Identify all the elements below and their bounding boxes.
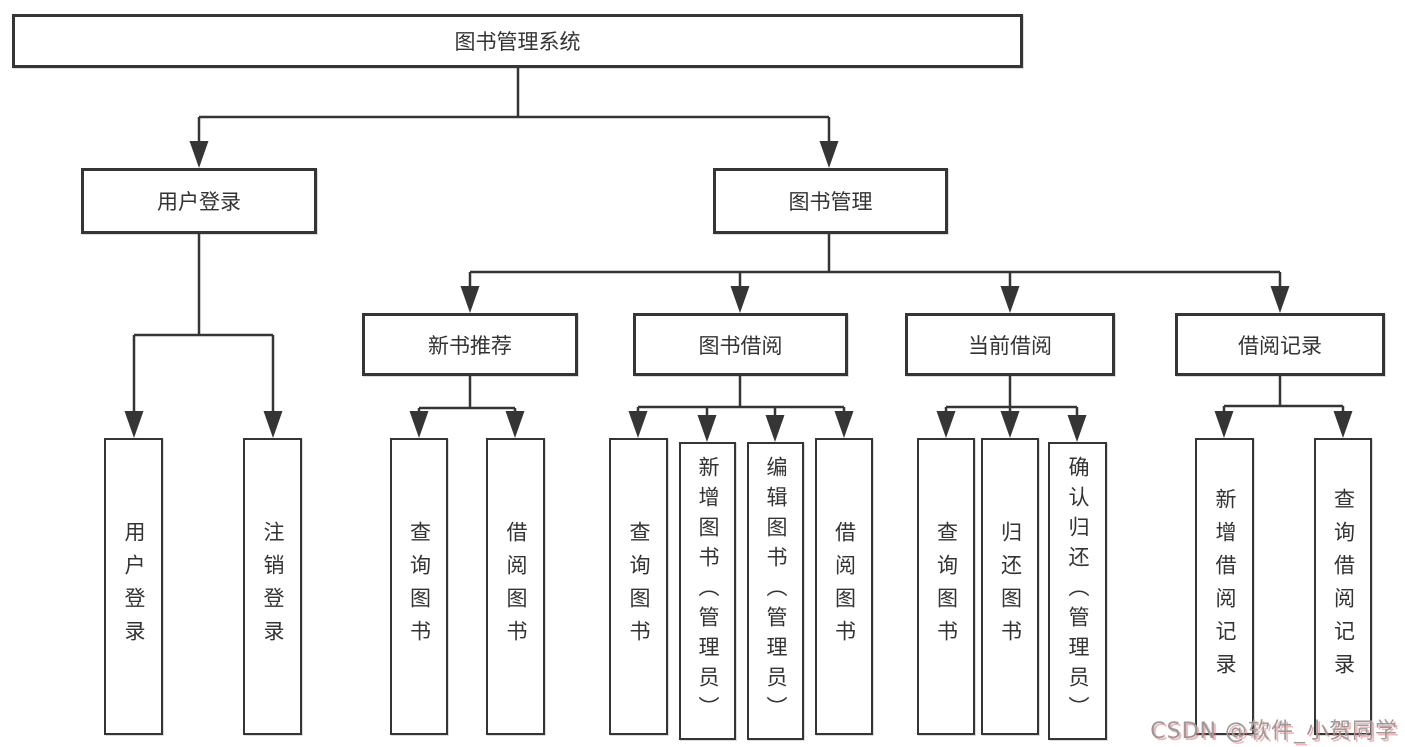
arrow-down-icon (765, 415, 785, 442)
leaf-query-books-current: 查询图书 (917, 438, 975, 735)
leaf-query-books-borrowing: 查询图书 (609, 438, 668, 735)
leaf-user-login: 用户登录 (104, 438, 163, 735)
leaf-return-books: 归还图书 (981, 438, 1039, 735)
arrow-down-icon (628, 411, 648, 438)
arrow-down-icon (1067, 415, 1087, 442)
node-book-management-label: 图书管理 (788, 190, 873, 214)
arrow-down-icon (819, 141, 839, 168)
node-new-book-recommend: 新书推荐 (362, 313, 578, 376)
node-root: 图书管理系统 (12, 14, 1023, 68)
arrow-down-icon (1333, 411, 1353, 438)
leaf-borrow-books-recommend: 借阅图书 (486, 438, 545, 735)
leaf-query-borrow-record: 查询借阅记录 (1314, 438, 1372, 735)
arrow-down-icon (505, 411, 525, 438)
leaf-query-books-current-label: 查询图书 (934, 520, 959, 653)
leaf-edit-books-admin: 编辑图书（管理员） (747, 442, 804, 740)
arrow-down-icon (409, 411, 429, 438)
arrow-down-icon (1270, 286, 1290, 313)
node-borrowing-records: 借阅记录 (1175, 313, 1385, 376)
leaf-query-books-recommend: 查询图书 (390, 438, 448, 735)
leaf-return-books-label: 归还图书 (998, 520, 1023, 653)
leaf-borrow-books: 借阅图书 (815, 438, 873, 735)
node-user-login: 用户登录 (81, 168, 317, 234)
arrow-down-icon (189, 141, 209, 168)
node-root-label: 图书管理系统 (454, 30, 581, 54)
leaf-add-borrow-record: 新增借阅记录 (1195, 438, 1254, 735)
leaf-edit-books-admin-label: 编辑图书（管理员） (764, 456, 788, 726)
arrow-down-icon (730, 286, 750, 313)
leaf-borrow-books-label: 借阅图书 (832, 520, 857, 653)
arrow-down-icon (697, 415, 717, 442)
leaf-add-books-admin-label: 新增图书（管理员） (696, 456, 720, 726)
leaf-add-books-admin: 新增图书（管理员） (679, 442, 736, 740)
arrow-down-icon (1214, 411, 1234, 438)
leaf-logout: 注销登录 (243, 438, 302, 735)
leaf-user-login-label: 用户登录 (122, 520, 146, 653)
arrow-down-icon (460, 286, 480, 313)
leaf-confirm-return-admin: 确认归还（管理员） (1048, 442, 1107, 740)
arrowhead-icons (124, 141, 1353, 442)
leaf-query-borrow-record-label: 查询借阅记录 (1331, 487, 1356, 686)
arrow-down-icon (263, 411, 283, 438)
node-current-borrowing: 当前借阅 (905, 313, 1115, 376)
arrow-down-icon (1000, 286, 1020, 313)
leaf-confirm-return-admin-label: 确认归还（管理员） (1066, 456, 1090, 726)
leaf-logout-label: 注销登录 (261, 520, 285, 653)
leaf-query-books-borrowing-label: 查询图书 (627, 520, 651, 653)
node-current-borrowing-label: 当前借阅 (968, 333, 1052, 358)
node-book-management: 图书管理 (713, 168, 948, 234)
connector-lines (132, 68, 1345, 418)
node-new-book-recommend-label: 新书推荐 (428, 333, 512, 358)
arrow-down-icon (124, 411, 144, 438)
leaf-borrow-books-recommend-label: 借阅图书 (504, 520, 528, 653)
node-book-borrowing: 图书借阅 (633, 313, 848, 376)
node-book-borrowing-label: 图书借阅 (698, 333, 783, 358)
leaf-add-borrow-record-label: 新增借阅记录 (1213, 487, 1237, 686)
leaf-query-books-recommend-label: 查询图书 (407, 520, 432, 653)
node-borrowing-records-label: 借阅记录 (1238, 333, 1322, 358)
arrow-down-icon (834, 411, 854, 438)
arrow-down-icon (1000, 411, 1020, 438)
arrow-down-icon (936, 411, 956, 438)
node-user-login-label: 用户登录 (157, 190, 241, 214)
